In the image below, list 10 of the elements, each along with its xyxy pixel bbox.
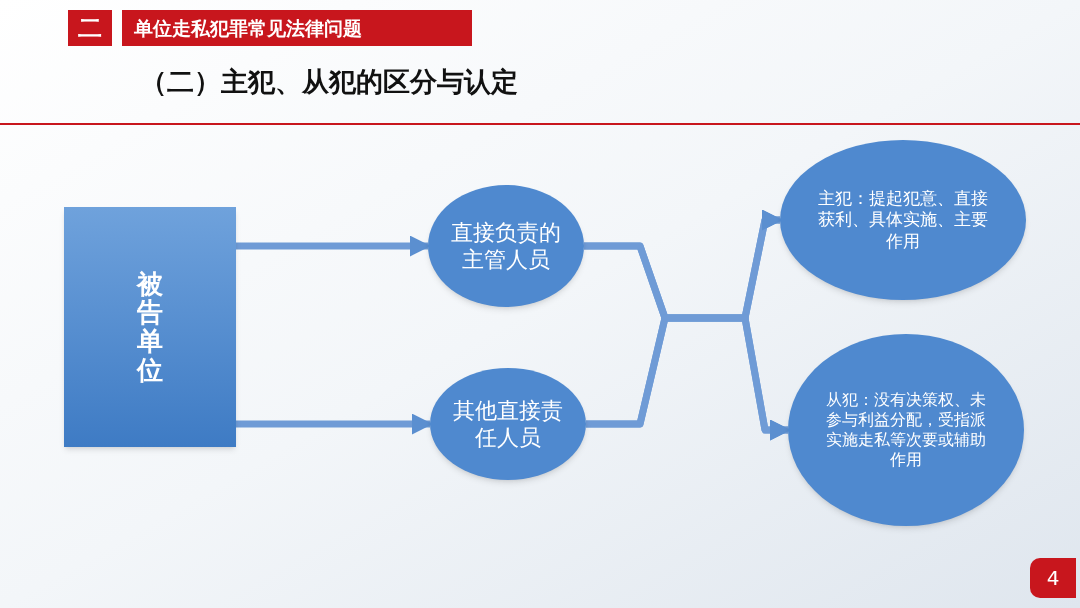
section-title: 单位走私犯罪常见法律问题: [122, 10, 472, 46]
process-box: [64, 207, 236, 447]
node-text: 被告单位: [137, 269, 163, 385]
slide-title: （二）主犯、从犯的区分与认定: [140, 65, 518, 99]
page-number: 4: [1030, 558, 1076, 598]
badge: 二: [68, 10, 112, 46]
node-text: 主犯：提起犯意、直接获利、具体实施、主要作用: [817, 188, 989, 252]
node-text: 直接负责的主管人员: [450, 218, 562, 274]
node-text: 其他直接责任人员: [452, 396, 564, 452]
node-text: 从犯：没有决策权、未参与利益分配，受指派实施走私等次要或辅助作用: [825, 390, 987, 470]
